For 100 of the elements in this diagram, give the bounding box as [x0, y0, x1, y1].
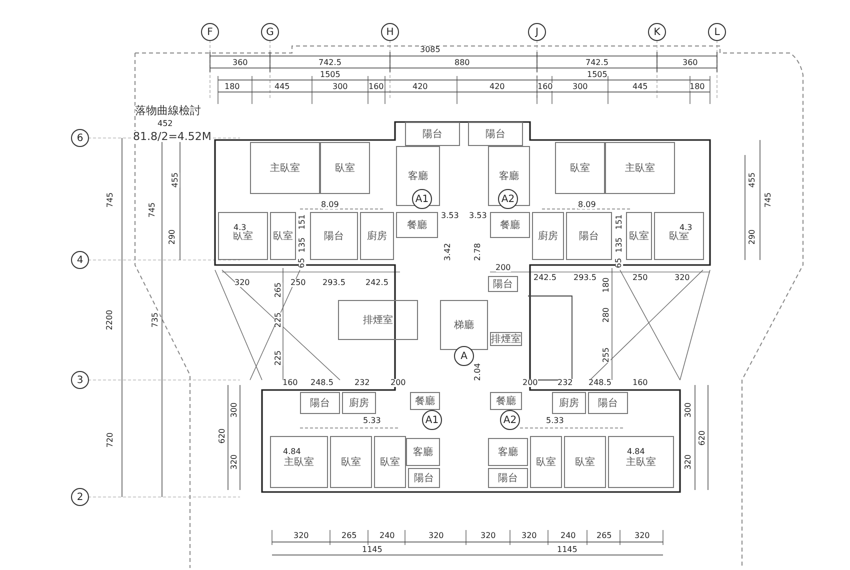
dimension-value: 65 [298, 258, 306, 268]
dimension-value: 4.3 [234, 224, 246, 232]
note-text: 落物曲線檢討 [135, 104, 201, 116]
unit-tag: A1 [412, 189, 432, 209]
room: 客廳 [488, 438, 528, 466]
dimension-value: 200 [522, 379, 538, 387]
unit-tag: A2 [500, 410, 520, 430]
grid-bubble: 3 [71, 371, 89, 389]
dimension-value: 160 [632, 379, 648, 387]
dimension-value: 5.33 [546, 417, 564, 425]
dimension-value: 320 [428, 532, 444, 540]
dimension-value: 720 [106, 432, 114, 448]
room: 陽台 [468, 122, 523, 146]
room: 廚房 [552, 392, 586, 414]
dimension-value: 360 [682, 59, 698, 67]
dimension-value: 320 [684, 454, 692, 470]
room: 臥室 [320, 142, 370, 194]
dimension-value: 4.3 [680, 224, 692, 232]
dimension-value: 2200 [106, 310, 114, 330]
dimension-value: 280 [602, 307, 610, 323]
dimension-value: 293.5 [322, 279, 346, 287]
room: 主臥室 [605, 142, 675, 194]
dimension-value: 250 [290, 279, 306, 287]
dimension-value: 290 [748, 229, 756, 245]
dimension-value: 620 [218, 428, 226, 444]
dimension-value: 4.84 [283, 448, 301, 456]
dimension-value: 1505 [587, 71, 608, 79]
dimension-value: 248.5 [588, 379, 612, 387]
room: 主臥室 [250, 142, 320, 194]
dimension-value: 160 [282, 379, 298, 387]
room: 廚房 [532, 212, 564, 260]
dimension-value: 320 [674, 274, 690, 282]
grid-bubble: F [201, 23, 219, 41]
room: 陽台 [488, 276, 518, 292]
dimension-value: 265 [342, 532, 357, 540]
dimension-value: 742.5 [318, 59, 342, 67]
dimension-value: 1145 [557, 546, 578, 554]
dimension-value: 151 [298, 214, 306, 230]
unit-tag: A [454, 346, 474, 366]
dimension-value: 455 [171, 172, 180, 188]
dimension-value: 248.5 [310, 379, 334, 387]
dimension-value: 3085 [420, 46, 440, 54]
dimension-value: 300 [572, 83, 588, 91]
dimension-value: 360 [232, 59, 248, 67]
dimension-value: 2.04 [474, 363, 482, 381]
room: 餐廳 [410, 392, 440, 410]
grid-bubble: 2 [71, 488, 89, 506]
unit-tag: A1 [422, 410, 442, 430]
dimension-value: 452 [158, 120, 173, 128]
dimension-value: 742.5 [586, 59, 608, 67]
dimension-value: 255 [602, 347, 610, 363]
dimension-value: 135 [615, 237, 624, 253]
dimension-value: 320 [230, 454, 238, 470]
dimension-value: 265 [274, 282, 282, 298]
unit-tag: A2 [498, 189, 518, 209]
room: 陽台 [488, 468, 528, 488]
room: 陽台 [566, 212, 612, 260]
room: 臥室 [330, 436, 372, 488]
dimension-value: 300 [684, 402, 692, 418]
dimension-value: 3.53 [469, 212, 487, 220]
dimension-value: 300 [332, 83, 348, 91]
dimension-value: 420 [412, 83, 428, 91]
dimension-value: 745 [764, 192, 772, 208]
dimension-value: 160 [538, 83, 553, 91]
room: 陽台 [408, 468, 440, 488]
dimension-value: 320 [294, 532, 309, 540]
dimension-value: 232 [354, 379, 370, 387]
dimension-value: 293.5 [574, 274, 596, 282]
dimension-value: 180 [224, 83, 240, 91]
room: 排煙室 [338, 300, 418, 340]
dimension-value: 735 [151, 312, 160, 328]
room: 廚房 [360, 212, 394, 260]
dimension-value: 3.42 [444, 243, 452, 261]
dimension-value: 200 [390, 379, 406, 387]
dimension-value: 320 [634, 532, 650, 540]
grid-bubble: 6 [71, 129, 89, 147]
dimension-value: 1145 [362, 546, 382, 554]
room: 陽台 [588, 392, 628, 414]
grid-bubble: 4 [71, 251, 89, 269]
dimension-value: 160 [368, 83, 384, 91]
grid-bubble: K [648, 23, 666, 41]
room: 臥室 [270, 212, 296, 260]
dimension-value: 880 [454, 59, 470, 67]
dimension-value: 420 [490, 83, 505, 91]
dimension-value: 745 [106, 192, 114, 208]
note-text: 81.8/2=4.52M [133, 130, 212, 142]
room: 臥室 [564, 436, 606, 488]
dimension-value: 3.53 [441, 212, 459, 220]
room: 陽台 [405, 122, 460, 146]
dimension-value: 745 [148, 202, 156, 218]
room: 臥室 [530, 436, 562, 488]
dimension-value: 2.78 [474, 243, 482, 261]
dimension-value: 225 [274, 312, 282, 328]
dimension-value: 265 [596, 532, 612, 540]
dimension-value: 455 [748, 172, 756, 188]
dimension-value: 320 [480, 532, 496, 540]
dimension-value: 4.84 [627, 448, 645, 456]
dimension-value: 320 [234, 279, 250, 287]
room: 陽台 [300, 392, 340, 414]
room: 臥室 [374, 436, 406, 488]
